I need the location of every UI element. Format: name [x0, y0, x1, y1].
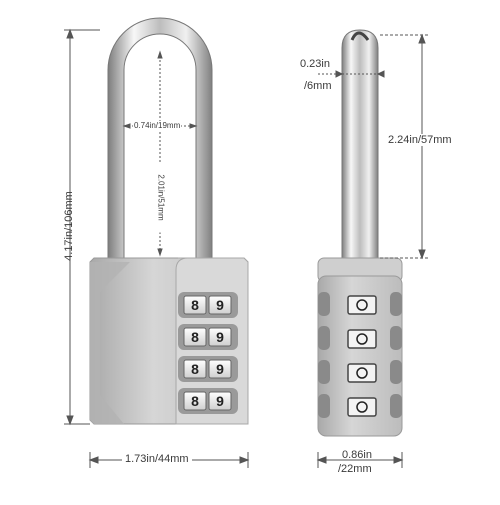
- shackle-diameter-label-line2: /6mm: [304, 80, 332, 92]
- front-dial-1-right-digit: 9: [216, 297, 224, 313]
- side-dial-1[interactable]: [347, 295, 377, 315]
- side-dial-3[interactable]: [347, 363, 377, 383]
- side-lock-body: [317, 257, 403, 437]
- front-dial-row-2[interactable]: 8 9: [178, 324, 238, 350]
- body-depth-label-line2: /22mm: [338, 463, 372, 475]
- shackle-diameter-label-line1: 0.23in: [300, 58, 330, 70]
- shackle-inner-height-label: 2.01in/51mm: [156, 162, 166, 233]
- front-dial-stack: 8 9 8 9 8 9 8 9: [178, 292, 238, 414]
- side-dimension-lines: [316, 33, 430, 468]
- front-dial-row-4[interactable]: 8 9: [178, 388, 238, 414]
- front-dial-3-right-digit: 9: [216, 361, 224, 377]
- front-dial-row-1[interactable]: 8 9: [178, 292, 238, 318]
- front-shackle: [107, 17, 213, 263]
- front-dial-4-left-digit: 8: [191, 393, 199, 409]
- side-dial-windows: [347, 295, 377, 417]
- side-shackle: [341, 29, 379, 269]
- front-dial-2-right-digit: 9: [216, 329, 224, 345]
- front-dial-row-3[interactable]: 8 9: [178, 356, 238, 382]
- front-dial-4-right-digit: 9: [216, 393, 224, 409]
- body-width-label: 1.73in/44mm: [122, 453, 192, 465]
- front-dial-2-left-digit: 8: [191, 329, 199, 345]
- shackle-clearance-label: 2.24in/57mm: [386, 134, 454, 146]
- side-dial-4[interactable]: [347, 397, 377, 417]
- total-height-label: 4.17in/106mm: [63, 191, 75, 261]
- shackle-inner-width-label: 0.74in/19mm: [133, 121, 182, 130]
- body-depth-label-line1: 0.86in: [342, 449, 372, 461]
- front-dial-1-left-digit: 8: [191, 297, 199, 313]
- side-dial-2[interactable]: [347, 329, 377, 349]
- front-dial-3-left-digit: 8: [191, 361, 199, 377]
